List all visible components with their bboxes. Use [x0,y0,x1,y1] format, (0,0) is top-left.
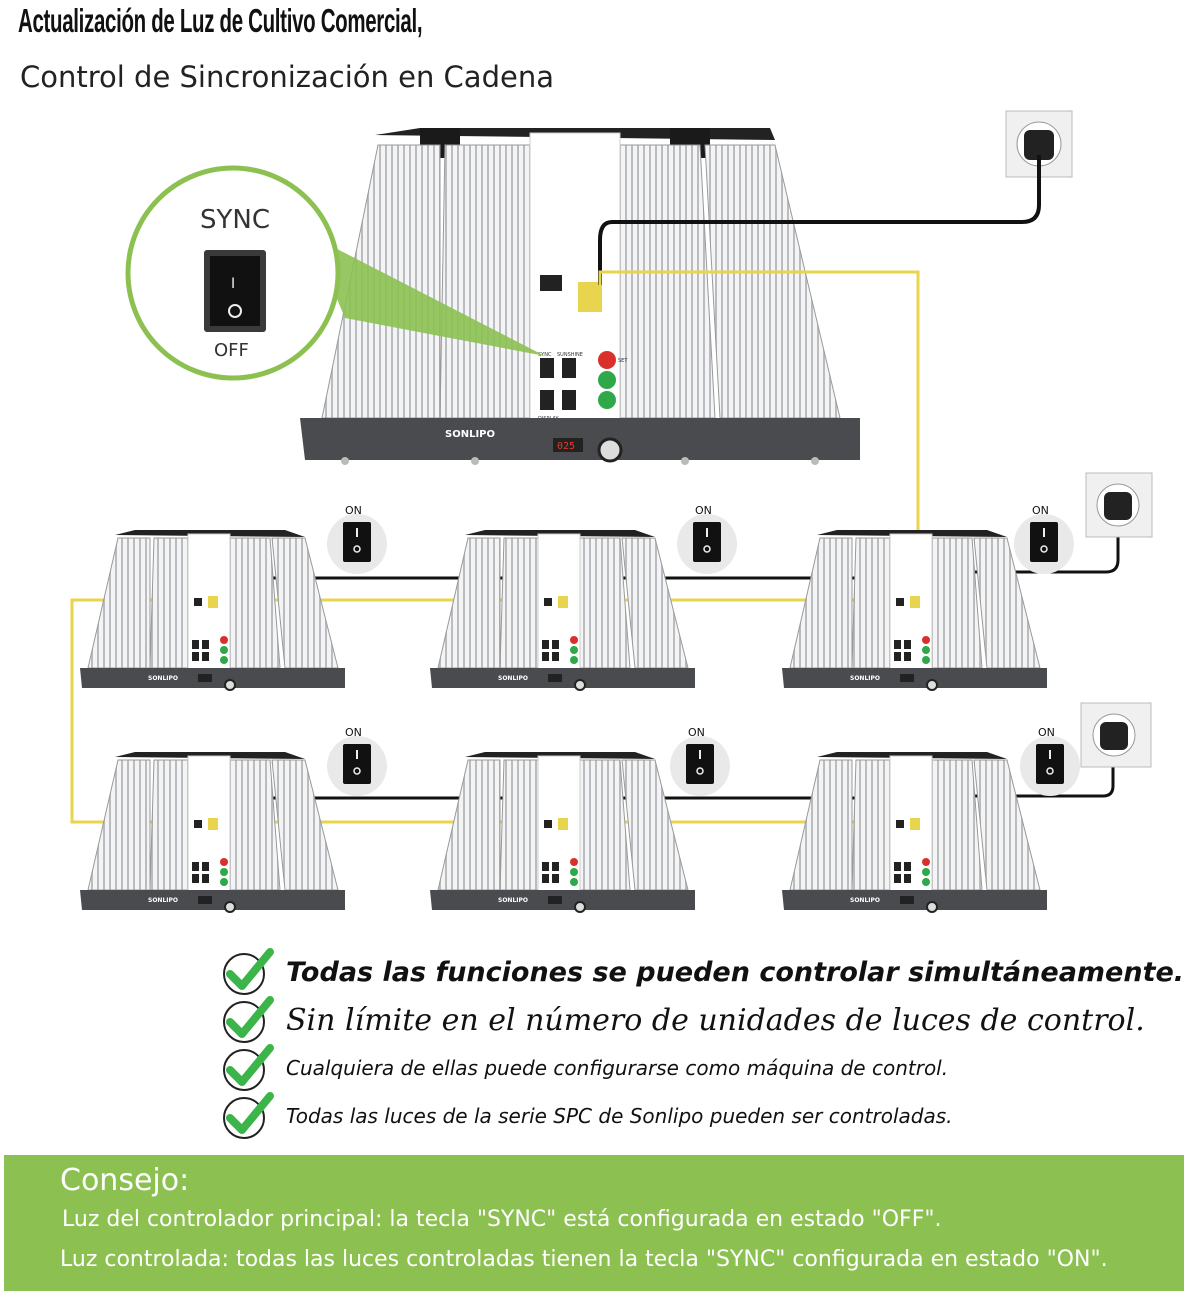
checkmark-icon [223,948,274,995]
slave-sync-switch: ON [1014,504,1074,574]
feature-list: Todas las funciones se pueden controlar … [220,948,1184,1140]
feature-item: Sin límite en el número de unidades de l… [220,996,1180,1044]
tip-line-master: Luz del controlador principal: la tecla … [62,1207,942,1232]
slave-grow-light: SONLIPO [782,752,1047,913]
slave-brand: SONLIPO [148,675,178,682]
slave-grow-light: SONLIPO [782,530,1047,691]
slave-switch-label: ON [345,504,362,517]
slave-brand: SONLIPO [498,675,528,682]
slave-switch-label: ON [695,504,712,517]
slave-sync-switch: ON [677,504,737,574]
tip-title: Consejo: [60,1163,190,1198]
slave-switch-label: ON [1032,504,1049,517]
wall-outlet-icon [1005,110,1073,178]
feature-text: Cualquiera de ellas puede configurarse c… [286,1056,949,1080]
feature-text: Todas las funciones se pueden controlar … [286,956,1185,988]
checkmark-icon [223,1044,274,1091]
panel-label-sync: SYNC [538,352,552,358]
feature-item: Cualquiera de ellas puede configurarse c… [220,1044,1180,1092]
feature-text: Todas las luces de la serie SPC de Sonli… [286,1104,953,1128]
feature-item: Todas las luces de la serie SPC de Sonli… [220,1092,1180,1140]
slave-grow-light: SONLIPO [80,752,345,913]
checkmark-icon [223,1092,274,1139]
panel-label-sunshine: SUNSHINE [557,352,583,358]
sync-chain-diagram: SYNC SUNSHINE SET DISPLAY SONLIPO 025 SY… [70,110,1153,913]
master-brand: SONLIPO [445,429,495,440]
slave-brand: SONLIPO [850,675,880,682]
slave-switch-label: ON [688,726,705,739]
panel-label-set: SET [618,358,628,364]
slave-sync-switch: ON [670,726,730,796]
slave-grow-light: SONLIPO [80,530,345,691]
page-title: Actualización de Luz de Cultivo Comercia… [18,2,423,39]
sync-switch-label: SYNC [200,205,270,235]
slave-brand: SONLIPO [498,897,528,904]
slave-sync-switch: ON [327,504,387,574]
slave-switch-label: ON [345,726,362,739]
tip-box: Consejo: Luz del controlador principal: … [4,1155,1184,1291]
feature-text: Sin límite en el número de unidades de l… [286,1002,1145,1038]
slave-grow-light: SONLIPO [430,530,695,691]
master-display: 025 [557,441,575,452]
wall-outlet-icon [1080,702,1152,768]
wall-outlet-icon [1085,472,1153,538]
slave-switch-label: ON [1038,726,1055,739]
slave-sync-switch: ON [1020,726,1080,796]
sync-switch-state: OFF [214,340,249,361]
slave-grow-light: SONLIPO [430,752,695,913]
checkmark-icon [223,996,274,1043]
slave-brand: SONLIPO [850,897,880,904]
slave-sync-switch: ON [327,726,387,796]
feature-item: Todas las funciones se pueden controlar … [220,948,1184,996]
master-sync-switch-zoom: SYNC I OFF [125,165,341,381]
slave-brand: SONLIPO [148,897,178,904]
page-subtitle: Control de Sincronización en Cadena [20,60,554,94]
tip-line-slave: Luz controlada: todas las luces controla… [60,1247,1108,1272]
sync-switch-on-mark: I [231,276,235,292]
